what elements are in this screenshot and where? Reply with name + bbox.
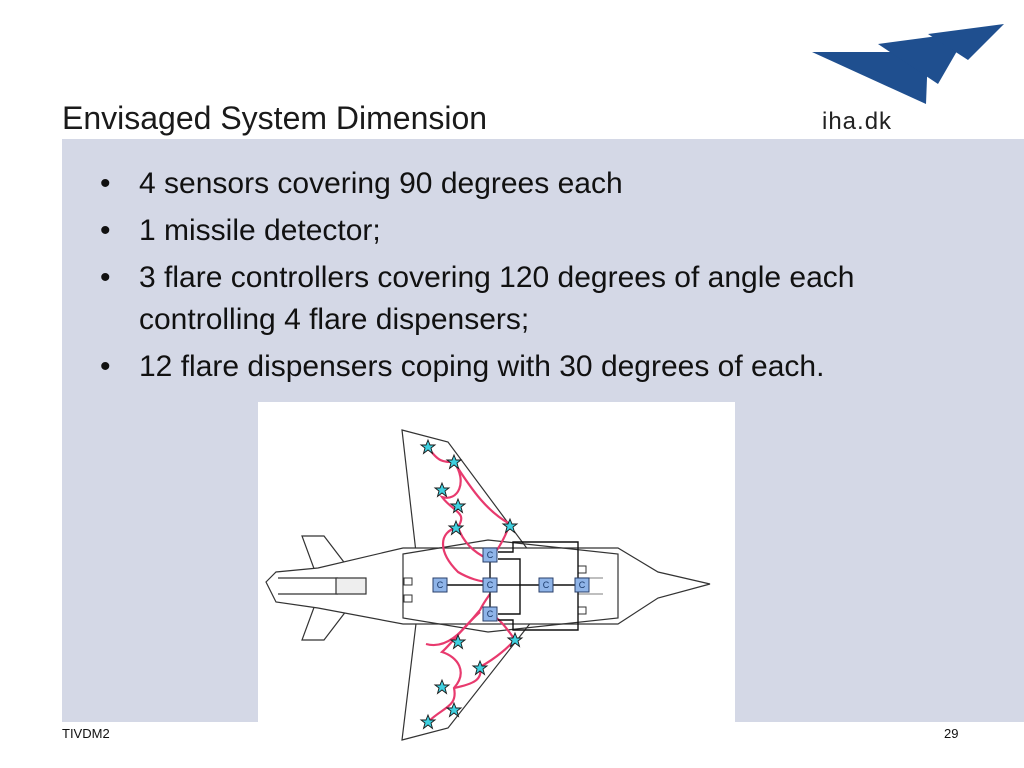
flare-controller: C <box>538 577 554 593</box>
bullet-list: • 4 sensors covering 90 degrees each • 1… <box>100 163 980 393</box>
iha-logo-icon <box>812 24 1004 104</box>
controller-label: C <box>487 580 494 590</box>
bullet-item: • 1 missile detector; <box>100 210 980 252</box>
bullet-item: • 12 flare dispensers coping with 30 deg… <box>100 346 980 388</box>
bullet-dot: • <box>100 167 111 200</box>
sensor-marker <box>577 606 587 615</box>
controller-label: C <box>579 580 586 590</box>
bullet-text: 12 flare dispensers coping with 30 degre… <box>139 350 825 383</box>
flare-controller: C <box>432 577 448 593</box>
flare-controller: C <box>482 577 498 593</box>
bullet-item: • 3 flare controllers covering 120 degre… <box>100 257 980 341</box>
bullet-dot: • <box>100 214 111 247</box>
aircraft-diagram: C C C C C C <box>265 429 711 741</box>
slide-title: Envisaged System Dimension <box>62 100 488 136</box>
sensor-marker <box>577 565 587 574</box>
controller-group: C C C C C C <box>432 547 590 622</box>
bullet-text: 1 missile detector; <box>139 214 381 247</box>
footer-course-code: TIVDM2 <box>62 726 110 741</box>
sensor-marker <box>403 594 413 603</box>
logo-text: iha.dk <box>822 108 893 135</box>
controller-label: C <box>487 550 494 560</box>
bullet-dot: • <box>100 350 111 383</box>
bullet-text: 4 sensors covering 90 degrees each <box>139 167 623 200</box>
missile-detector: C <box>574 577 590 593</box>
bullet-text: 3 flare controllers covering 120 degrees… <box>139 261 855 336</box>
controller-label: C <box>487 609 494 619</box>
flare-controller: C <box>482 606 498 622</box>
bullet-dot: • <box>100 261 111 294</box>
bullet-item: • 4 sensors covering 90 degrees each <box>100 163 980 205</box>
sensor-marker <box>403 577 413 586</box>
controller-wiring <box>440 541 582 631</box>
sensor-group <box>403 565 587 615</box>
controller-label: C <box>437 580 444 590</box>
airframe-outline <box>265 429 711 741</box>
controller-label: C <box>543 580 550 590</box>
page-number: 29 <box>944 726 959 741</box>
flare-controller: C <box>482 547 498 563</box>
